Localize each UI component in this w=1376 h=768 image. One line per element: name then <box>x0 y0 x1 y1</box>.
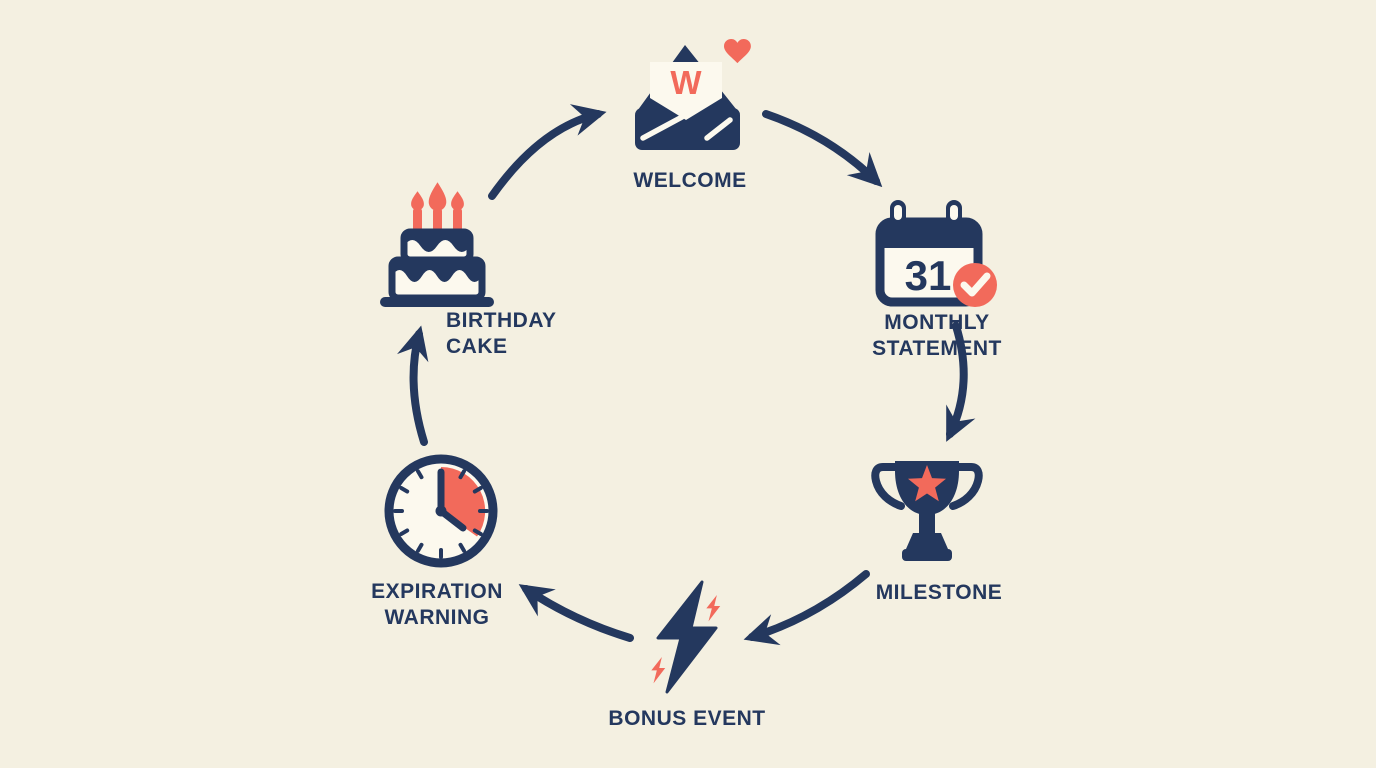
heart-icon <box>724 39 751 64</box>
arrow-bonus-event-to-expiration-warning <box>518 584 634 642</box>
bonus-event-label: BONUS EVENT <box>608 707 766 730</box>
welcome-label: WELCOME <box>633 169 747 192</box>
check-badge-icon <box>953 263 997 307</box>
clock-ticks <box>393 469 489 559</box>
milestone-label: MILESTONE <box>875 581 1003 604</box>
envelope-heart-icon: W <box>635 39 751 150</box>
node-milestone: MILESTONE <box>868 453 1002 604</box>
spark-icon <box>706 594 721 622</box>
clock-warning-icon <box>384 454 498 568</box>
node-monthly-statement: 31 MONTHLY STATEMENT <box>872 196 1001 360</box>
calendar-check-icon: 31 <box>875 200 997 307</box>
expiration-warning-label: EXPIRATION WARNING <box>371 580 503 629</box>
arrow-welcome-to-monthly-statement <box>762 110 883 188</box>
calendar-day: 31 <box>905 252 952 299</box>
flame-icon <box>451 191 464 211</box>
monthly-statement-label: MONTHLY STATEMENT <box>872 311 1002 360</box>
star-icon <box>908 465 946 502</box>
arrow-monthly-statement-to-milestone <box>946 322 976 442</box>
welcome-monogram: W <box>670 64 702 101</box>
node-expiration-warning: EXPIRATION WARNING <box>371 452 502 629</box>
spark-icon <box>651 656 666 684</box>
birthday-cake-label: BIRTHDAY CAKE <box>446 309 557 358</box>
lightning-bolt-icon <box>651 580 721 694</box>
birthday-cake-icon <box>380 182 494 307</box>
node-birthday-cake: BIRTHDAY CAKE <box>370 180 556 358</box>
arrow-milestone-to-bonus-event <box>743 570 870 646</box>
node-welcome: W WELCOME <box>628 36 756 192</box>
flame-icon <box>428 182 447 211</box>
arrow-birthday-cake-to-welcome <box>488 104 607 200</box>
arrow-expiration-warning-to-birthday-cake <box>397 325 429 446</box>
trophy-star-icon <box>871 461 983 561</box>
flame-icon <box>411 191 424 211</box>
node-bonus-event: BONUS EVENT <box>608 578 765 730</box>
